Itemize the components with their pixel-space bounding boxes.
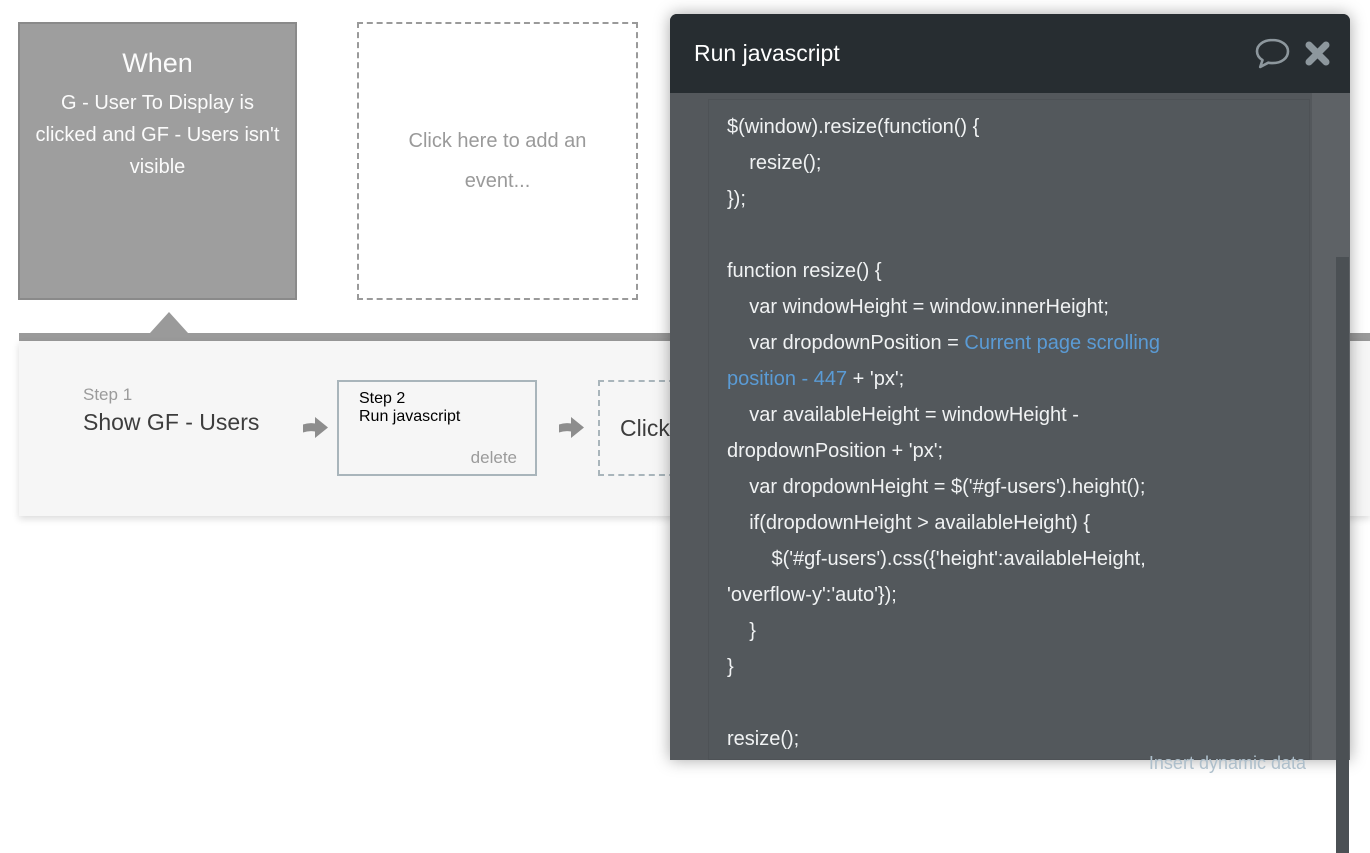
arrow-right-icon	[559, 417, 584, 438]
code-line	[727, 685, 1293, 721]
event-card-when[interactable]: When G - User To Display is clicked and …	[18, 22, 297, 300]
step-action-label: Run javascript	[359, 408, 461, 425]
event-title: When	[122, 48, 193, 78]
run-javascript-popup: Run javascript $(window).resize(function…	[670, 14, 1350, 853]
panel-notch	[150, 312, 188, 333]
popup-header: Run javascript	[670, 14, 1350, 93]
delete-step-link[interactable]: delete	[470, 448, 517, 467]
code-line: });	[727, 188, 746, 210]
step-1-item[interactable]: Step 1 Show GF - Users	[83, 383, 259, 437]
step-label: Step 2	[359, 390, 406, 407]
code-line: var dropdownHeight = $('#gf-users').heig…	[727, 476, 1146, 498]
code-line: var availableHeight = windowHeight -	[727, 404, 1079, 426]
comment-icon[interactable]	[1254, 37, 1291, 71]
dynamic-expression[interactable]: Current page scrolling	[964, 332, 1161, 354]
add-event-label: Click here to add an event...	[408, 130, 587, 192]
code-line: $('#gf-users').css({'height':availableHe…	[727, 548, 1146, 570]
code-line: var windowHeight = window.innerHeight;	[727, 296, 1109, 318]
code-line: $(window).resize(function() {	[727, 116, 980, 138]
event-description: G - User To Display is clicked and GF - …	[35, 92, 280, 178]
code-line: }	[727, 620, 756, 642]
code-line	[727, 217, 1293, 253]
code-line: resize();	[727, 728, 800, 750]
code-line: 'overflow-y':'auto'});	[727, 584, 897, 606]
popup-scrollbar-thumb[interactable]	[1336, 257, 1349, 853]
code-editor[interactable]: $(window).resize(function() { resize();}…	[708, 99, 1310, 760]
code-line: resize();	[727, 152, 822, 174]
add-event-placeholder[interactable]: Click here to add an event...	[357, 22, 638, 300]
insert-dynamic-data-link[interactable]: Insert dynamic data	[1148, 753, 1306, 773]
popup-scrollbar-track	[1312, 93, 1350, 853]
close-icon[interactable]	[1305, 41, 1330, 66]
code-line: if(dropdownHeight > availableHeight) {	[727, 512, 1090, 534]
code-line: var dropdownPosition = Current page scro…	[727, 332, 1161, 354]
step-action-label: Show GF - Users	[83, 409, 260, 435]
add-action-label: Click	[620, 414, 670, 441]
arrow-right-icon	[303, 417, 328, 438]
step-label: Step 1	[83, 385, 133, 404]
workflow-canvas: When G - User To Display is clicked and …	[18, 14, 1370, 853]
code-line: position - 447 + 'px';	[727, 368, 905, 390]
code-line: }	[727, 656, 734, 678]
popup-title: Run javascript	[694, 40, 840, 66]
code-line: dropdownPosition + 'px';	[727, 440, 944, 462]
step-2-item[interactable]: Step 2 Run javascript delete	[337, 380, 537, 476]
dynamic-expression[interactable]: position - 447	[727, 368, 848, 390]
code-line: function resize() {	[727, 260, 882, 282]
